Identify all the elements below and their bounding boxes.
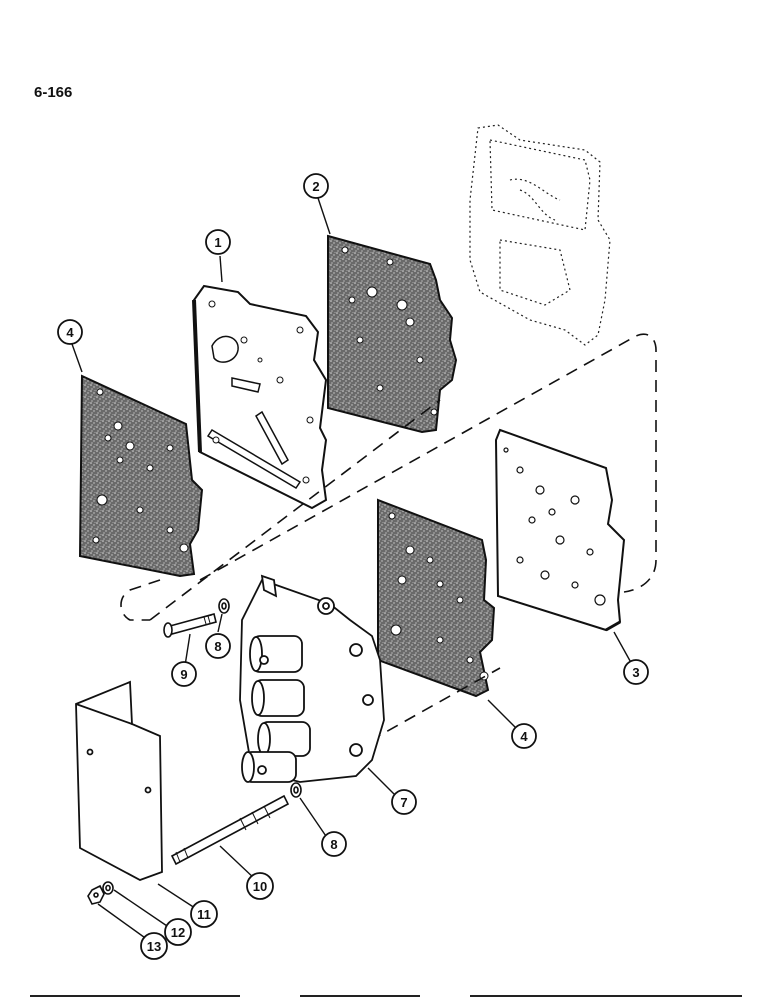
callout-7: 7 bbox=[391, 789, 417, 815]
alignment-lines bbox=[120, 333, 657, 781]
solenoid-valve-body-7 bbox=[239, 574, 385, 783]
callout-8-upper-label: 8 bbox=[214, 639, 221, 654]
callout-4-upper: 4 bbox=[57, 319, 83, 345]
page-number: 6-166 bbox=[34, 84, 73, 101]
callout-3: 3 bbox=[623, 659, 649, 685]
callout-4-lower-label: 4 bbox=[520, 729, 528, 744]
gasket-4-lower bbox=[377, 498, 496, 698]
callout-4-lower: 4 bbox=[511, 723, 537, 749]
callout-8-lower-label: 8 bbox=[330, 837, 337, 852]
washer-8-lower bbox=[290, 782, 302, 798]
nut-13 bbox=[87, 884, 105, 905]
callout-13: 13 bbox=[140, 932, 168, 960]
callout-10-label: 10 bbox=[253, 879, 267, 894]
callout-4-upper-label: 4 bbox=[66, 325, 74, 340]
callout-10: 10 bbox=[246, 872, 274, 900]
cover-bracket-11 bbox=[75, 680, 163, 881]
housing-outline bbox=[469, 124, 611, 346]
callout-2: 2 bbox=[303, 173, 329, 199]
gasket-4-upper bbox=[78, 374, 204, 578]
separator-plate-1 bbox=[192, 284, 328, 510]
callout-8-upper: 8 bbox=[205, 633, 231, 659]
gasket-2 bbox=[327, 234, 458, 434]
washer-8-upper bbox=[218, 598, 230, 614]
callout-1: 1 bbox=[205, 229, 231, 255]
plate-3 bbox=[494, 428, 626, 632]
bolt-9 bbox=[163, 613, 217, 638]
callout-7-label: 7 bbox=[400, 795, 407, 810]
callout-8-lower: 8 bbox=[321, 831, 347, 857]
callout-3-label: 3 bbox=[632, 665, 639, 680]
stud-10 bbox=[170, 794, 290, 866]
callout-11: 11 bbox=[190, 900, 218, 928]
callout-9-label: 9 bbox=[180, 667, 187, 682]
callout-1-label: 1 bbox=[214, 235, 221, 250]
washer-12 bbox=[102, 881, 114, 895]
callout-11-label: 11 bbox=[197, 907, 211, 922]
callout-13-label: 13 bbox=[147, 939, 161, 954]
callout-12-label: 12 bbox=[171, 925, 185, 940]
callout-2-label: 2 bbox=[312, 179, 319, 194]
callout-12: 12 bbox=[164, 918, 192, 946]
callout-9: 9 bbox=[171, 661, 197, 687]
